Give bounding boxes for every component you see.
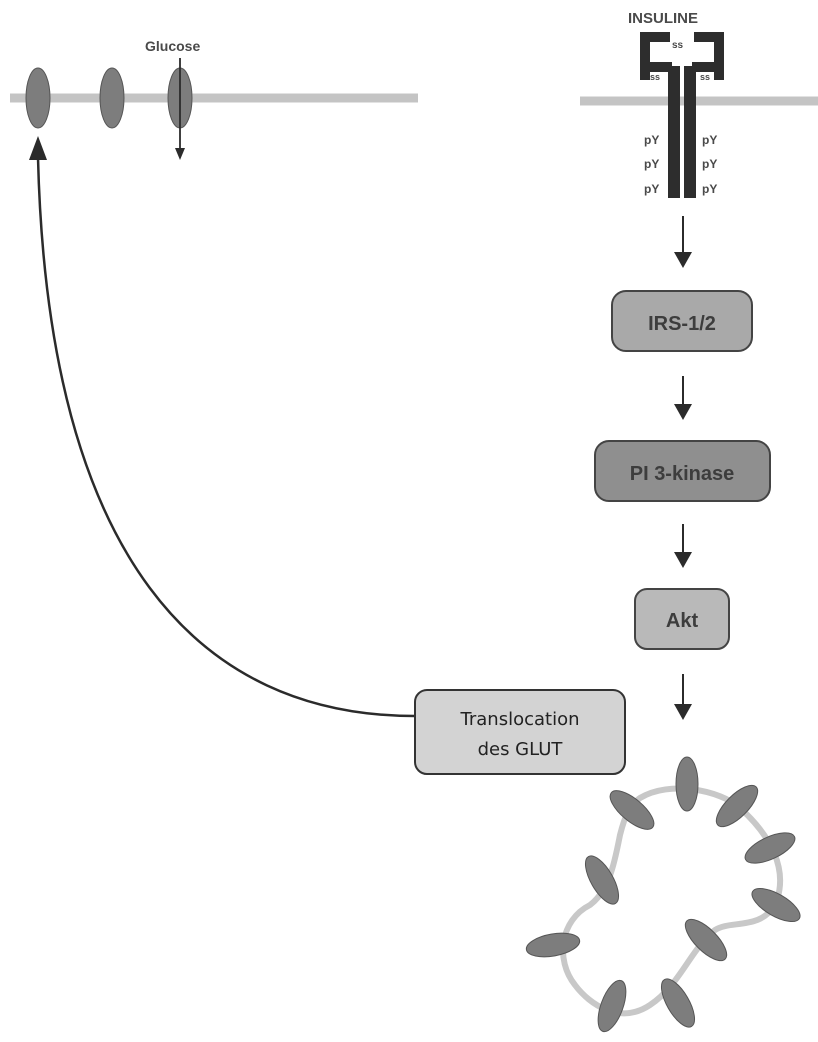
translocation-label-line2: des GLUT	[478, 739, 564, 760]
pi3k-box	[594, 440, 771, 502]
glut-transporter	[25, 67, 51, 129]
insulin-receptor: INSULINE ss ss ss pY pY pY pY pY pY	[628, 10, 724, 198]
glut-storage-vesicle	[525, 756, 801, 1033]
receptor-beta-chain	[684, 66, 696, 198]
arrowhead	[674, 552, 692, 568]
vesicle-glut-transporter	[597, 979, 627, 1033]
vesicle-membrane	[560, 785, 783, 1017]
arrowhead	[674, 404, 692, 420]
receptor-beta-chain	[668, 66, 680, 198]
return-arrowhead	[29, 136, 47, 160]
pi3k-label: PI 3-kinase	[630, 463, 735, 485]
arrowhead	[674, 252, 692, 268]
irs-box	[611, 290, 753, 352]
translocation-return-arrow	[36, 157, 416, 718]
vesicle-glut-transporter	[751, 887, 801, 923]
translocation-box	[414, 689, 626, 775]
phosphotyrosine-label: pY	[702, 182, 717, 196]
vesicle-glut-transporter	[684, 918, 728, 962]
translocation-label-line1: Translocation	[460, 709, 580, 730]
vesicle-glut-transporter	[660, 978, 696, 1028]
insulin-label: INSULINE	[628, 10, 698, 27]
phosphotyrosine-label: pY	[644, 182, 659, 196]
akt-box	[634, 588, 730, 650]
disulfide-label: ss	[650, 72, 660, 82]
vesicle-glut-transporter	[744, 832, 796, 864]
disulfide-label: ss	[672, 40, 684, 51]
glucose-arrowhead	[175, 148, 185, 160]
vesicle-glut-transporter	[609, 790, 655, 830]
phosphotyrosine-label: pY	[644, 157, 659, 171]
glucose-label: Glucose	[145, 38, 200, 54]
akt-label: Akt	[666, 610, 699, 632]
vesicle-glut-transporter	[675, 756, 699, 812]
vesicle-glut-transporter	[584, 855, 620, 905]
phosphotyrosine-label: pY	[644, 133, 659, 147]
glut-transporter	[99, 67, 125, 129]
arrowhead	[674, 704, 692, 720]
phosphotyrosine-label: pY	[702, 157, 717, 171]
irs-label: IRS-1/2	[648, 313, 716, 335]
vesicle-glut-transporter	[715, 784, 759, 828]
disulfide-label: ss	[700, 72, 710, 82]
vesicle-glut-transporter	[525, 932, 581, 958]
phosphotyrosine-label: pY	[702, 133, 717, 147]
